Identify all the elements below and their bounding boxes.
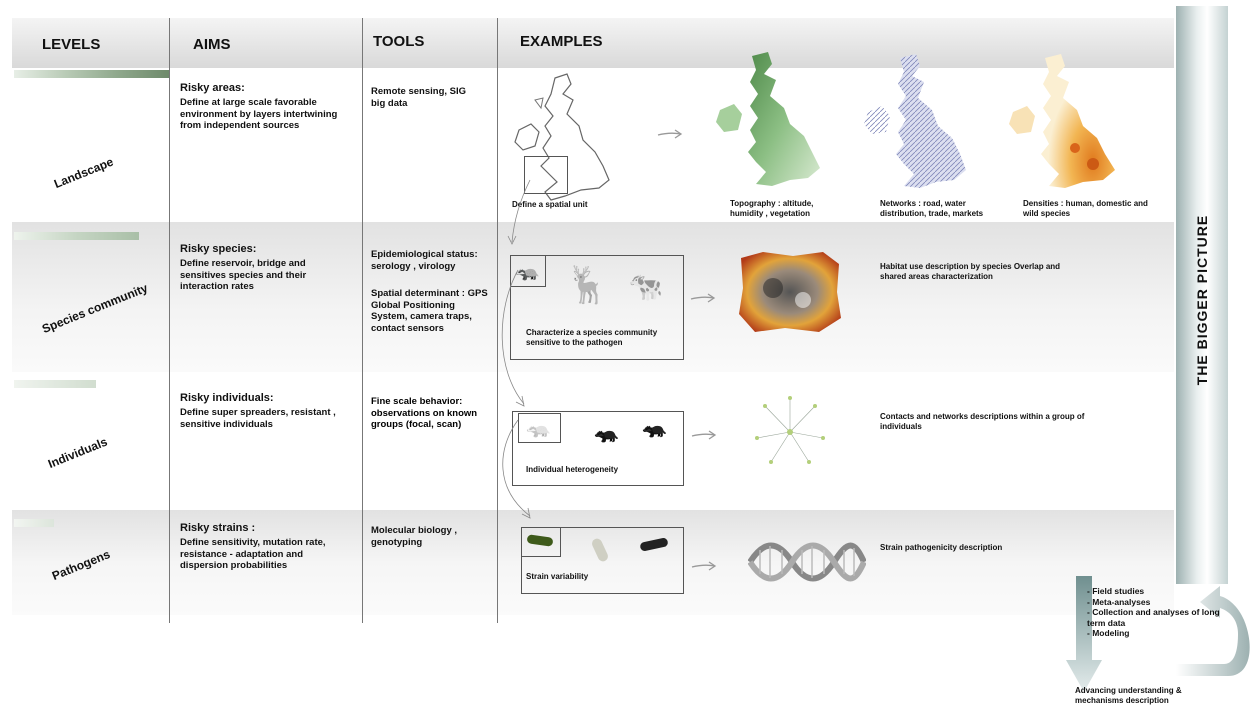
densities-caption: Densities : human, domestic and wild spe… (1023, 199, 1148, 218)
aim-text-individuals: Define super spreaders, resistant , sens… (180, 407, 336, 430)
result-caption-species: Habitat use description by species Overl… (880, 262, 1061, 281)
header-tools: TOOLS (373, 33, 425, 50)
feedback-curve-icon (1176, 586, 1250, 676)
topography-map-icon (716, 52, 820, 186)
method-item: - Collection and analyses of long term d… (1087, 607, 1220, 628)
tools-pathogens: Molecular biology , genotyping (371, 525, 458, 548)
method-item: - Modeling (1087, 628, 1130, 638)
method-item: - Field studies (1087, 586, 1145, 596)
tools-landscape: Remote sensing, SIG big data (371, 86, 467, 109)
pathogens-inset-box (521, 527, 561, 557)
aim-text-species: Define reservoir, bridge and sensitives … (180, 258, 307, 292)
arrow-icon (691, 561, 717, 571)
badger-grey-icon: 🦡 (526, 417, 551, 439)
networks-caption: Networks : road, water distribution, tra… (880, 199, 984, 218)
arrow-icon (691, 430, 717, 440)
bottom-caption: Advancing understanding & mechanisms des… (1075, 686, 1182, 705)
arrow-icon (690, 293, 716, 303)
aim-title-individuals: Risky individuals: (180, 392, 274, 404)
header-band (12, 18, 1174, 68)
topography-caption: Topography : altitude, humidity , vegeta… (730, 199, 814, 218)
level-individuals: Individuals (46, 434, 110, 471)
species-tag (14, 232, 139, 240)
header-levels: LEVELS (42, 36, 101, 53)
pathogens-example-box (521, 527, 684, 594)
header-aims: AIMS (193, 36, 231, 53)
contact-network-icon (755, 396, 825, 464)
densities-map-icon (1009, 54, 1115, 188)
aim-text-landscape: Define at large scale favorable environm… (180, 97, 338, 131)
badger-black-icon-2: 🦡 (642, 417, 667, 439)
divider-aims-tools (362, 18, 363, 623)
down-arrow-icon (1066, 576, 1102, 692)
bigger-picture-label: THE BIGGER PICTURE (1194, 214, 1210, 386)
example-caption-landscape: Define a spatial unit (512, 200, 588, 209)
badger-black-icon: 🦡 (594, 422, 619, 444)
aim-title-landscape: Risky areas: (180, 82, 245, 94)
aim-text-pathogens: Define sensitivity, mutation rate, resis… (180, 537, 326, 571)
tools-species-spatial: Spatial determinant : GPS Global Positio… (371, 288, 488, 334)
example-caption-individuals: Individual heterogeneity (526, 465, 619, 474)
pathogens-tag (14, 519, 54, 527)
method-item: - Meta-analyses (1087, 596, 1151, 607)
spatial-unit-square (524, 156, 568, 194)
cow-icon: 🐄 (628, 271, 663, 302)
example-caption-species: Characterize a species community sensiti… (526, 328, 658, 347)
tools-species-status: Epidemiological status: serology , virol… (371, 249, 478, 272)
methods-list: - Field studies - Meta-analyses - Collec… (1087, 586, 1237, 639)
individuals-tag (14, 380, 96, 388)
dna-helix-icon (748, 542, 866, 582)
level-landscape: Landscape (52, 154, 116, 191)
bigger-picture-banner (1176, 6, 1228, 584)
uk-outline-icon (514, 73, 610, 201)
result-caption-individuals: Contacts and networks descriptions withi… (880, 412, 1085, 431)
habitat-heatmap-icon (739, 252, 841, 332)
deer-icon: 🦌 (565, 264, 610, 305)
arrow-icon (657, 129, 683, 139)
divider-tools-examples (497, 18, 498, 623)
tools-individuals: Fine scale behavior: observations on kno… (371, 396, 478, 430)
example-caption-pathogens: Strain variability (526, 572, 589, 581)
divider-levels-aims (169, 18, 170, 623)
aim-title-pathogens: Risky strains : (180, 522, 256, 534)
aim-title-species: Risky species: (180, 243, 257, 255)
networks-map-icon (864, 54, 966, 188)
landscape-tag (14, 70, 169, 78)
badger-icon: 🦡 (515, 260, 540, 282)
result-caption-pathogens: Strain pathogenicity description (880, 543, 1003, 552)
species-band (12, 222, 1174, 372)
header-examples: EXAMPLES (520, 33, 603, 50)
